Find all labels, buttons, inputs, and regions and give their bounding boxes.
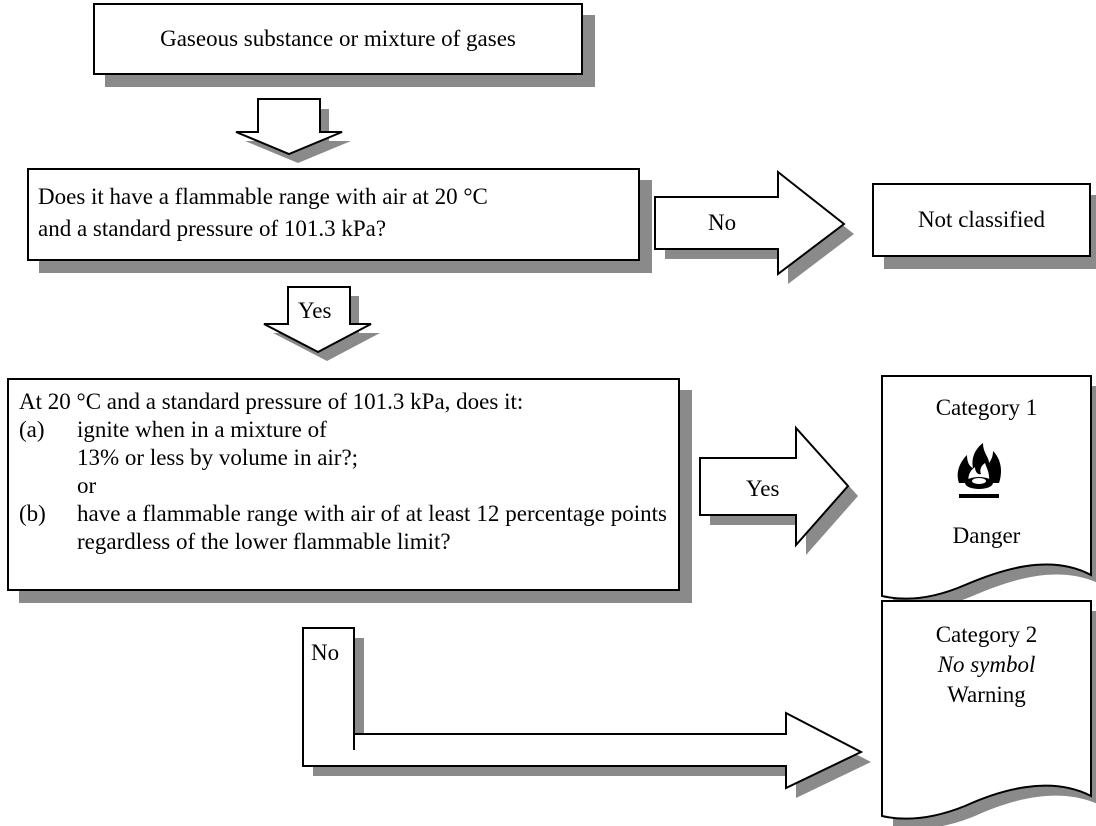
- not-classified-box: Not classified: [872, 183, 1091, 257]
- yes-label-1: Yes: [298, 298, 332, 323]
- category-1-title: Category 1: [935, 395, 1038, 420]
- category-2-document: [881, 600, 1096, 826]
- question-2-item-b-label: (b): [19, 501, 46, 526]
- question-1-line-1: Does it have a flammable range with air …: [38, 184, 488, 209]
- question-2-box: At 20 °C and a standard pressure of 101.…: [7, 378, 680, 591]
- question-2-item-b: (b) have a flammable range with air of a…: [19, 500, 668, 556]
- category-2-symbol-text: No symbol: [937, 652, 1036, 677]
- start-text: Gaseous substance or mixture of gases: [160, 26, 516, 51]
- category-2-title: Category 2: [935, 622, 1038, 647]
- right-arrow-yes-2: [699, 425, 858, 555]
- down-arrow-yes-1: [263, 286, 380, 361]
- question-1-line-2: and a standard pressure of 101.3 kPa?: [38, 216, 387, 241]
- no-label-1: No: [708, 210, 737, 235]
- question-1-box: Does it have a flammable range with air …: [27, 168, 640, 261]
- category-2-signal-word: Warning: [947, 682, 1026, 707]
- l-arrow-no-2: [302, 627, 871, 798]
- question-2-item-a: (a) ignite when in a mixture of 13% or l…: [19, 416, 668, 500]
- question-2-item-a-label: (a): [19, 417, 45, 442]
- start-box: Gaseous substance or mixture of gases: [93, 3, 583, 75]
- down-arrow-start: [235, 98, 351, 163]
- question-2-intro: At 20 °C and a standard pressure of 101.…: [19, 389, 524, 414]
- no-label-2: No: [311, 640, 340, 665]
- right-arrow-no-1: [654, 169, 854, 284]
- flame-icon: [957, 443, 1001, 498]
- category-1-signal-word: Danger: [952, 523, 1021, 548]
- yes-label-2: Yes: [746, 476, 780, 501]
- question-2-item-a-text: ignite when in a mixture of 13% or less …: [77, 417, 359, 498]
- question-2-item-b-text: have a flammable range with air of at le…: [77, 501, 667, 554]
- not-classified-text: Not classified: [917, 207, 1046, 232]
